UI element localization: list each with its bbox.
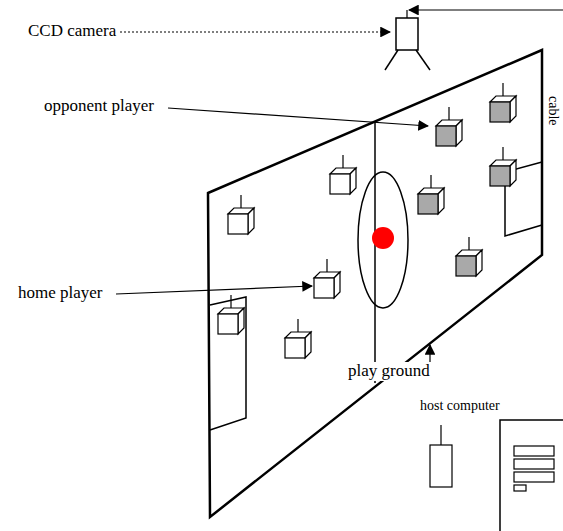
cable-label: cable bbox=[546, 96, 561, 126]
cable-line bbox=[409, 9, 563, 10]
computer-label: host computer bbox=[420, 398, 500, 413]
host-computer bbox=[430, 420, 563, 531]
leader-line bbox=[168, 108, 428, 126]
camera-label: CCD camera bbox=[28, 22, 116, 41]
leader-line bbox=[120, 31, 390, 32]
leader-line bbox=[116, 286, 312, 294]
player-label: home player bbox=[18, 284, 103, 303]
home-players bbox=[218, 155, 356, 358]
center-circle bbox=[358, 172, 408, 308]
center-line bbox=[374, 122, 376, 383]
leader-line bbox=[429, 345, 430, 362]
player-label: opponent player bbox=[44, 97, 154, 116]
play-ground bbox=[208, 50, 542, 517]
ccd-camera bbox=[385, 10, 430, 70]
opponent-players bbox=[418, 83, 516, 276]
ball bbox=[372, 227, 394, 249]
ground-label: play ground bbox=[346, 362, 432, 381]
